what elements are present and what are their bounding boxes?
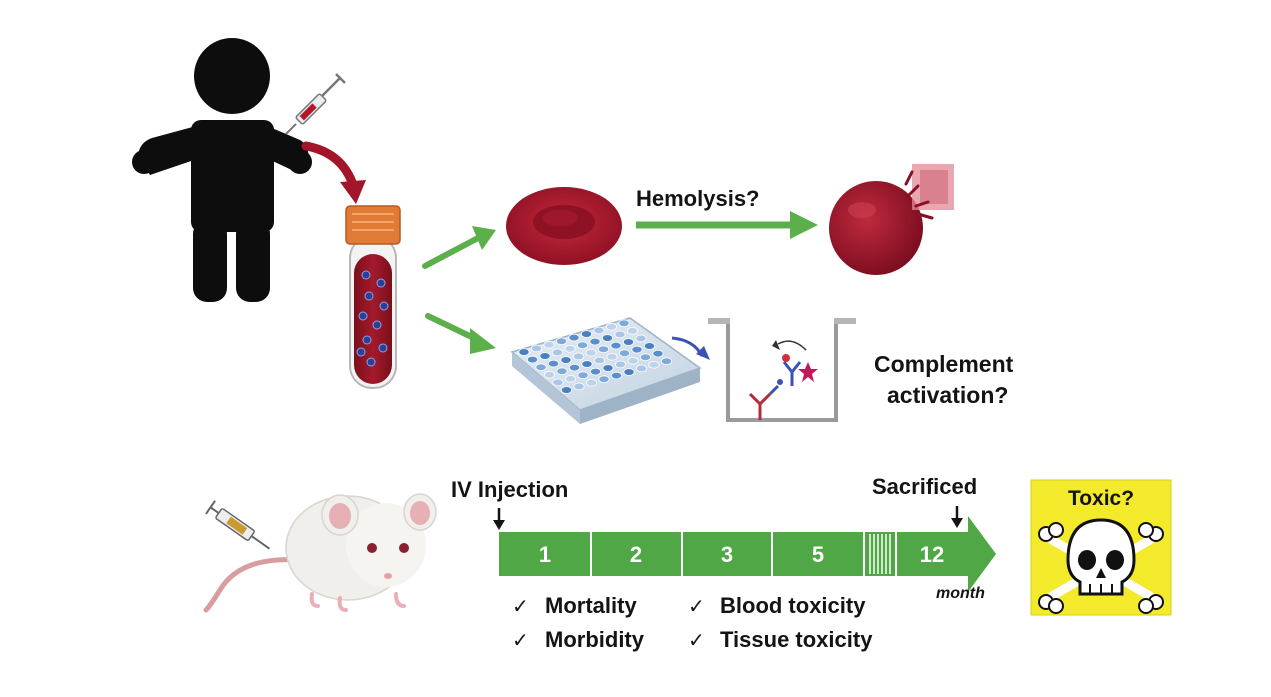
timeline-bar [499, 516, 996, 592]
plate-well [555, 337, 568, 346]
elisa-well-icon [708, 318, 856, 422]
check-icon: ✓ [688, 630, 705, 652]
plate-well [593, 326, 605, 335]
plate-well [585, 348, 597, 357]
plate-well [610, 371, 623, 380]
skull-crossbones-icon [1038, 518, 1164, 614]
iv-injection-label: IV Injection [451, 477, 568, 502]
plate-well [585, 378, 598, 387]
plate-well [576, 341, 589, 350]
check-item-mortality: Mortality [545, 593, 637, 618]
plate-well [631, 345, 643, 354]
plate-well [577, 371, 589, 380]
plate-well [614, 330, 626, 339]
arrow-to-rbc [422, 226, 496, 269]
plate-well [648, 360, 660, 369]
plate-well [564, 374, 577, 383]
plate-well [551, 348, 564, 357]
mouse-icon [203, 493, 437, 613]
plate-to-assay-arrow [671, 336, 710, 360]
plate-well [622, 338, 635, 346]
plate-well [652, 349, 664, 358]
plate-well [606, 352, 618, 361]
plate-well [610, 341, 622, 350]
plate-well [543, 370, 556, 379]
hemolysis-label: Hemolysis? [636, 186, 760, 211]
well-plate-icon [510, 317, 702, 424]
toxic-label: Toxic? [1068, 487, 1134, 510]
plate-well [552, 378, 564, 387]
check-item-tissue-toxicity: Tissue toxicity [720, 627, 873, 652]
timeline-step: 2 [630, 542, 642, 567]
plate-well [530, 344, 543, 353]
plate-well [573, 382, 585, 391]
plate-well [539, 352, 551, 360]
complement-label-line2: activation? [887, 382, 1008, 408]
plate-well [526, 355, 539, 364]
timeline-break-marks [869, 534, 891, 574]
plate-well [543, 340, 555, 349]
plate-well [598, 375, 610, 384]
plate-well [560, 356, 572, 364]
plate-well [560, 386, 573, 394]
plate-well [518, 348, 530, 356]
red-blood-cell-icon [506, 187, 622, 265]
plate-well [639, 353, 652, 362]
plate-well [623, 368, 635, 376]
sacrificed-label: Sacrificed [872, 474, 977, 499]
person-icon [132, 38, 312, 302]
plate-well [564, 344, 576, 353]
plate-well [593, 356, 606, 365]
plate-well [589, 367, 602, 376]
timeline-step: 3 [721, 542, 733, 567]
plate-well [643, 342, 656, 350]
check-item-blood-toxicity: Blood toxicity [720, 593, 866, 618]
check-item-morbidity: Morbidity [545, 627, 645, 652]
syringe-icon [285, 73, 346, 135]
month-label: month [936, 585, 985, 602]
blood-draw-arrow [301, 141, 366, 204]
sacrifice-marker-arrow [951, 506, 963, 528]
plate-well [618, 319, 630, 328]
plate-well [535, 363, 547, 372]
hemolysis-arrow [636, 211, 818, 239]
timeline-step: 12 [920, 542, 944, 567]
plate-well [660, 357, 673, 366]
plate-well [627, 356, 639, 365]
plate-well [635, 364, 648, 373]
plate-well [580, 330, 593, 338]
check-icon: ✓ [688, 596, 705, 618]
injection-marker-arrow [493, 508, 505, 530]
timeline-step: 5 [812, 542, 824, 567]
plate-well [601, 334, 614, 342]
arrow-to-plate [425, 313, 496, 354]
check-icon: ✓ [512, 596, 529, 618]
mouse-syringe-icon [205, 500, 271, 550]
plate-well [626, 326, 639, 335]
blood-tube-icon [345, 205, 401, 389]
plate-well [581, 360, 593, 368]
plate-well [597, 345, 610, 354]
check-icon: ✓ [512, 630, 529, 652]
plate-well [618, 349, 631, 358]
plate-well [605, 322, 618, 331]
checklist: ✓ Mortality ✓ Morbidity ✓ Blood toxicity… [512, 593, 873, 652]
plate-well [568, 363, 581, 372]
plate-well [589, 337, 601, 346]
complement-label-line1: Complement [874, 351, 1014, 377]
plate-well [635, 334, 647, 343]
plate-well [568, 333, 580, 342]
timeline-step: 1 [539, 542, 551, 567]
plate-well [614, 360, 627, 369]
plate-well [572, 352, 585, 361]
toxic-box: Toxic? [1030, 479, 1172, 616]
lysed-cell-icon [829, 164, 954, 275]
plate-well [547, 359, 560, 368]
plate-well [602, 364, 614, 372]
plate-well [556, 367, 568, 376]
